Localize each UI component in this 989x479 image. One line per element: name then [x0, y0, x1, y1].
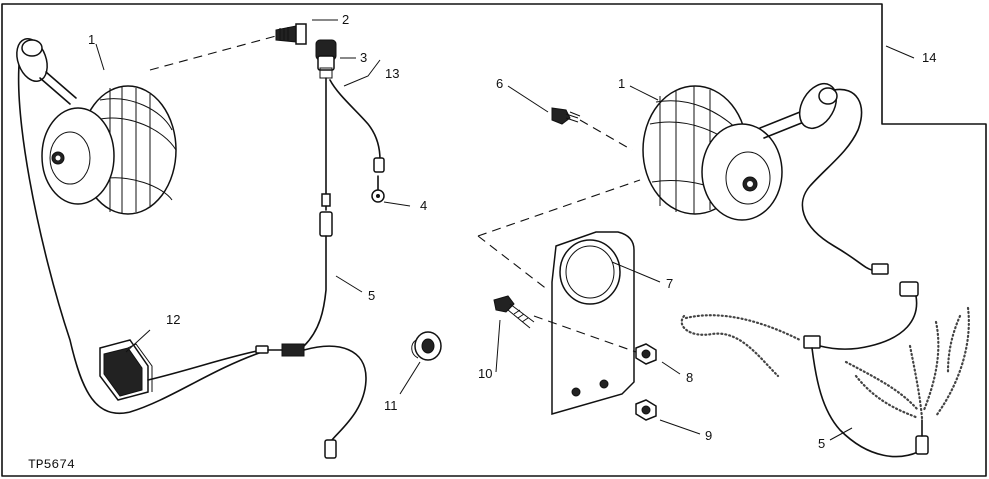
- callout-9: 9: [705, 428, 712, 443]
- callout-8: 8: [686, 370, 693, 385]
- grommet: [411, 331, 442, 361]
- callout-12: 12: [166, 312, 180, 327]
- horn-assembly-left: [16, 38, 263, 415]
- callout-1-left: 1: [88, 32, 95, 47]
- mounting-bracket: [551, 231, 635, 415]
- carriage-bolt: [493, 295, 535, 329]
- callout-14: 14: [922, 50, 936, 65]
- hex-nut: [635, 343, 657, 365]
- callout-7: 7: [666, 276, 673, 291]
- horn-assembly-right: [642, 82, 889, 275]
- figure-id: TP5674: [28, 457, 75, 472]
- lock-nut: [635, 399, 657, 421]
- leader-lines: [95, 19, 915, 441]
- callout-6: 6: [496, 76, 503, 91]
- horn-relay: [99, 339, 153, 401]
- callout-11: 11: [384, 398, 398, 413]
- diagram-frame: [1, 3, 987, 477]
- mounting-screw: [551, 107, 581, 125]
- wiring-harness-right: [803, 281, 929, 458]
- callout-5-left: 5: [368, 288, 375, 303]
- callout-5-right: 5: [818, 436, 825, 451]
- callout-10: 10: [478, 366, 492, 381]
- callout-13: 13: [385, 66, 399, 81]
- vehicle-harness-phantom: [680, 306, 970, 420]
- horn-switch: [315, 39, 337, 79]
- callout-1-right: 1: [618, 76, 625, 91]
- switch-harness: [321, 77, 385, 211]
- callout-2: 2: [342, 12, 349, 27]
- callout-4: 4: [420, 198, 427, 213]
- wiring-harness-left: [267, 211, 367, 459]
- callout-3: 3: [360, 50, 367, 65]
- cap-screw: [275, 23, 307, 45]
